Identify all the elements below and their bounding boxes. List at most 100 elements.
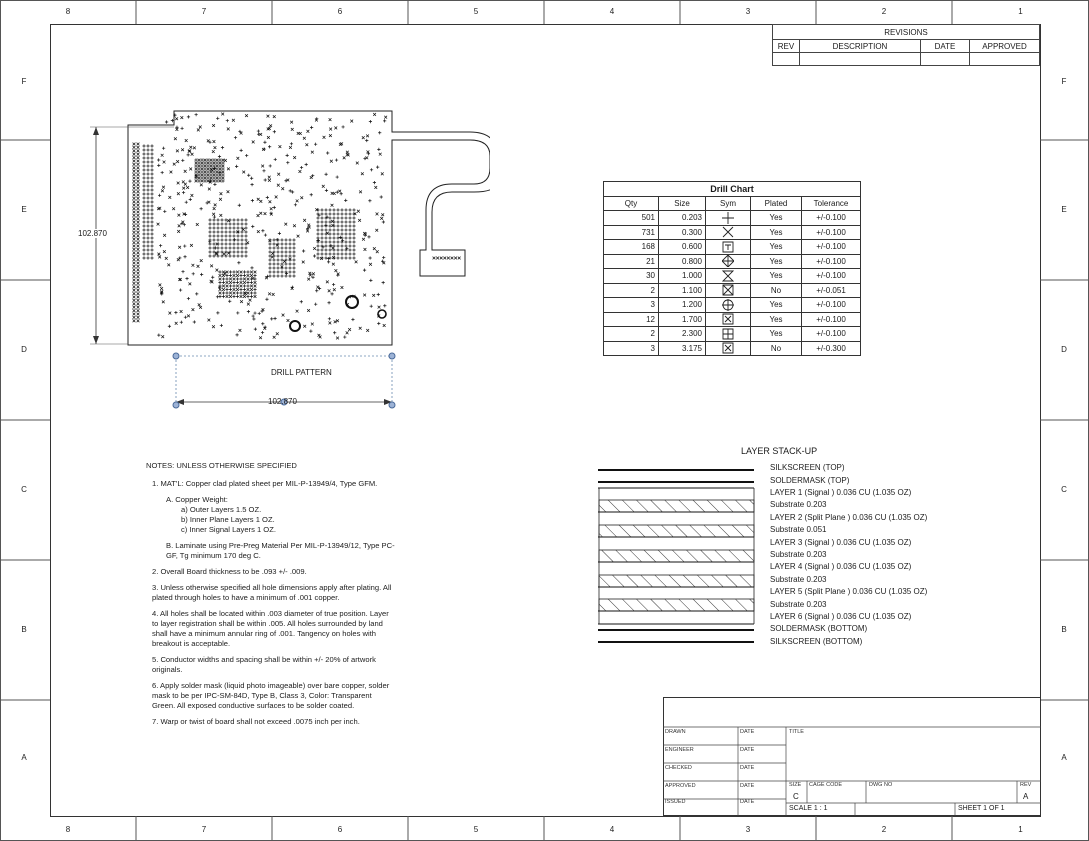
- drill-cell-tolerance: +/-0.100: [801, 210, 861, 226]
- drill-cell-sym: [705, 239, 751, 255]
- tb-row-label: APPROVED: [665, 783, 696, 789]
- stackup-layer-label: Substrate 0.203: [770, 550, 827, 559]
- zone-row-label: B: [1061, 625, 1067, 634]
- zone-col-label: 5: [473, 825, 479, 834]
- zone-col-label: 2: [881, 825, 887, 834]
- note-3: 3. Unless otherwise specified all hole d…: [152, 583, 392, 602]
- rev-col-description: DESCRIPTION: [799, 39, 921, 53]
- diamond-plus-icon: [721, 254, 735, 268]
- stackup-layer-label: LAYER 5 (Split Plane ) 0.036 CU (1.035 O…: [770, 587, 928, 596]
- stackup-layer-label: LAYER 1 (Signal ) 0.036 CU (1.035 OZ): [770, 488, 912, 497]
- stackup-graphic: [598, 469, 755, 643]
- drill-cell-sym: [705, 340, 751, 356]
- drill-cell-plated: Yes: [750, 210, 802, 226]
- drill-cell-size: 1.200: [658, 297, 706, 313]
- note-1a: A. Copper Weight:: [166, 495, 228, 504]
- drill-cell-tolerance: +/-0.100: [801, 311, 861, 327]
- drill-col-size: Size: [658, 195, 706, 211]
- notes-block: NOTES: UNLESS OTHERWISE SPECIFIED 1. MAT…: [146, 461, 396, 727]
- stackup-layer-label: LAYER 6 (Signal ) 0.036 CU (1.035 OZ): [770, 612, 912, 621]
- drill-cell-qty: 30: [603, 268, 659, 284]
- stackup-layer-label: SILKSCREEN (TOP): [770, 463, 845, 472]
- drill-cell-qty: 2: [603, 326, 659, 342]
- stackup-layer-label: Substrate 0.203: [770, 500, 827, 509]
- zone-row-label: F: [1061, 77, 1067, 86]
- tb-date-label: DATE: [740, 747, 755, 753]
- tb-date-label: DATE: [740, 799, 755, 805]
- drill-cell-qty: 2: [603, 282, 659, 298]
- drill-cell-plated: Yes: [750, 268, 802, 284]
- drill-cell-tolerance: +/-0.100: [801, 239, 861, 255]
- tb-row-label: DRAWN: [665, 729, 686, 735]
- cross-icon: [722, 226, 734, 238]
- circle-plus-icon: [722, 298, 734, 311]
- zone-row-label: E: [21, 205, 27, 214]
- stackup-layer-label: Substrate 0.203: [770, 600, 827, 609]
- dim-horizontal: 102.870: [268, 397, 297, 406]
- tb-cage-label: CAGE CODE: [809, 782, 843, 788]
- note-1a-b: b) Inner Plane Layers 1 OZ.: [181, 515, 275, 524]
- zone-row-label: C: [21, 485, 27, 494]
- zone-col-label: 1: [1018, 7, 1023, 16]
- square-t-icon: [722, 241, 734, 253]
- note-2: 2. Overall Board thickness to be .093 +/…: [152, 567, 307, 576]
- hourglass-icon: [721, 270, 735, 282]
- drill-cell-plated: Yes: [750, 253, 802, 269]
- zone-row-label: E: [1061, 205, 1067, 214]
- note-1a-a: a) Outer Layers 1.5 OZ.: [181, 505, 262, 514]
- stackup-layer-label: SOLDERMASK (BOTTOM): [770, 624, 868, 633]
- note-4: 4. All holes shall be located within .00…: [152, 609, 389, 648]
- note-5: 5. Conductor widths and spacing shall be…: [152, 655, 376, 674]
- drill-cell-tolerance: +/-0.100: [801, 224, 861, 240]
- tb-row-label: CHECKED: [665, 765, 692, 771]
- tb-row-label: ENGINEER: [665, 747, 694, 753]
- bowtie-icon: [722, 284, 734, 296]
- zone-row-label: B: [21, 625, 27, 634]
- zone-col-label: 8: [65, 825, 71, 834]
- drill-cell-size: 3.175: [658, 340, 706, 356]
- zone-row-label: F: [21, 77, 27, 86]
- plus-icon: [722, 211, 734, 224]
- drill-cell-tolerance: +/-0.100: [801, 253, 861, 269]
- drill-cell-sym: [705, 253, 751, 269]
- drill-hits: [132, 112, 461, 340]
- drill-cell-sym: [705, 210, 751, 226]
- tb-title-label: TITLE: [789, 729, 804, 735]
- drill-cell-tolerance: +/-0.100: [801, 326, 861, 342]
- zone-col-label: 3: [745, 825, 751, 834]
- revisions-table: REVISIONS REV DESCRIPTION DATE APPROVED: [772, 24, 1040, 66]
- zone-row-label: C: [1061, 485, 1067, 494]
- square-plus-icon: [722, 328, 734, 340]
- drill-cell-sym: [705, 282, 751, 298]
- drill-col-plated: Plated: [750, 195, 802, 211]
- rev-col-rev: REV: [772, 39, 800, 53]
- drill-cell-tolerance: +/-0.300: [801, 340, 861, 356]
- drill-pattern-caption: DRILL PATTERN: [271, 368, 332, 377]
- note-1a-c: c) Inner Signal Layers 1 OZ.: [181, 525, 276, 534]
- rev-col-date: DATE: [920, 39, 970, 53]
- zone-col-label: 3: [745, 7, 751, 16]
- drill-cell-sym: [705, 268, 751, 284]
- stackup-layer-label: LAYER 3 (Signal ) 0.036 CU (1.035 OZ): [770, 538, 912, 547]
- note-1: 1. MAT'L: Copper clad plated sheet per M…: [152, 479, 378, 488]
- note-7: 7. Warp or twist of board shall not exce…: [152, 717, 360, 726]
- drill-cell-qty: 12: [603, 311, 659, 327]
- stackup-layer-label: Substrate 0.203: [770, 575, 827, 584]
- drill-cell-size: 1.100: [658, 282, 706, 298]
- zone-row-label: A: [21, 753, 27, 762]
- dim-vertical: 102.870: [78, 229, 107, 238]
- tb-size-value: C: [793, 792, 799, 801]
- zone-col-label: 2: [881, 7, 887, 16]
- zone-col-label: 7: [201, 825, 207, 834]
- tb-scale: SCALE 1 : 1: [789, 805, 828, 812]
- zone-row-label: D: [21, 345, 27, 354]
- drill-cell-plated: No: [750, 340, 802, 356]
- zone-col-label: 4: [609, 7, 615, 16]
- zone-row-label: D: [1061, 345, 1067, 354]
